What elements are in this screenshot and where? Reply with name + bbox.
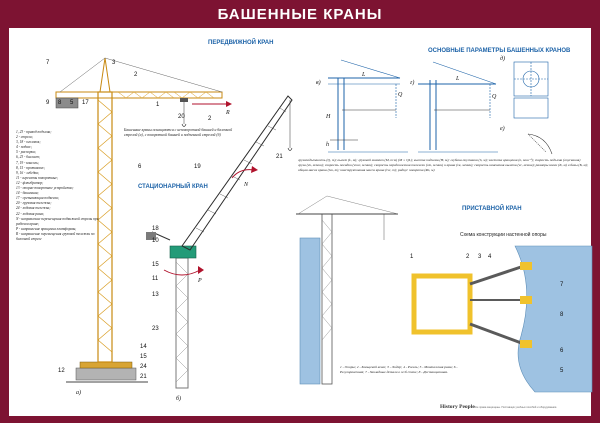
svg-text:15: 15 bbox=[140, 354, 147, 360]
legend-item: 11 - агрегаты поворотные; bbox=[16, 175, 59, 180]
axis-n-label: N bbox=[243, 182, 249, 188]
mobile-crane: R 7 3 2 9 8 5 17 1 20 2 6 12 14 15 24 21 а) bbox=[46, 57, 232, 396]
legend-item: 7, 19 - консоль; bbox=[16, 160, 39, 165]
fig-label-d: г) bbox=[410, 79, 414, 86]
param-l-label: L bbox=[361, 72, 366, 78]
svg-text:19: 19 bbox=[194, 164, 201, 170]
svg-text:8: 8 bbox=[58, 100, 62, 106]
legend-item: 22 - ходовая рама; bbox=[16, 211, 45, 216]
section-wall-crane: ПРИСТАВНОЙ КРАН bbox=[462, 206, 522, 212]
svg-text:15: 15 bbox=[152, 262, 159, 268]
legend-item: 14 - башенная; bbox=[16, 191, 39, 196]
param-h-lower-label: h bbox=[326, 142, 329, 148]
svg-text:5: 5 bbox=[560, 368, 564, 374]
svg-text:23: 23 bbox=[152, 326, 159, 332]
axis-p-label: P bbox=[197, 278, 202, 284]
svg-text:21: 21 bbox=[140, 374, 147, 380]
fig-label-c: в) bbox=[316, 79, 321, 86]
legend-item: N - направление перемещения подвижной ст… bbox=[16, 216, 99, 226]
section-stationary-crane: СТАЦИОНАРНЫЙ КРАН bbox=[138, 184, 208, 190]
fig-label-a: а) bbox=[76, 389, 81, 396]
legend-item: P - направление вращения платформы; bbox=[16, 226, 77, 231]
svg-text:4: 4 bbox=[488, 254, 492, 260]
legend-item: 17 - срезывающая подвеска; bbox=[16, 196, 60, 201]
svg-text:2: 2 bbox=[208, 116, 212, 122]
svg-text:1: 1 bbox=[410, 254, 414, 260]
param-q-label: Q bbox=[398, 92, 403, 98]
svg-text:6: 6 bbox=[138, 164, 142, 170]
parameter-diagrams bbox=[328, 59, 553, 155]
svg-text:17: 17 bbox=[82, 100, 89, 106]
legend-item: 24 - ходовая тележка; bbox=[16, 206, 51, 211]
legend-list: 1, 23 - привод подъема; 2 - стрела; 3, 1… bbox=[16, 130, 106, 242]
svg-text:3: 3 bbox=[112, 60, 116, 66]
schema-title: Схема конструкции настенной опоры bbox=[460, 232, 547, 238]
svg-text:2: 2 bbox=[466, 254, 470, 260]
svg-text:8: 8 bbox=[560, 312, 564, 318]
fine-print: Все права защищены. Поставщик учебных по… bbox=[474, 406, 558, 409]
legend-item: 6, 23 - балласт; bbox=[16, 155, 41, 160]
legend-item: R - направление перемещения грузовой тел… bbox=[16, 231, 95, 241]
svg-text:14: 14 bbox=[140, 344, 147, 350]
legend-item: 3, 18 - оголовок; bbox=[16, 140, 41, 145]
fig-label-e: д) bbox=[500, 55, 505, 62]
svg-text:24: 24 bbox=[140, 364, 147, 370]
svg-text:20: 20 bbox=[178, 114, 185, 120]
svg-text:12: 12 bbox=[58, 368, 65, 374]
param-l2-label: L bbox=[455, 76, 460, 82]
fig-label-b: б) bbox=[176, 395, 181, 402]
parameters-text: грузоподъемность (Q, т); вылет (L, м); г… bbox=[298, 158, 588, 172]
legend-item: 12 - флюгбратор; bbox=[16, 180, 44, 185]
svg-text:11: 11 bbox=[152, 276, 159, 282]
svg-text:18: 18 bbox=[152, 226, 159, 232]
svg-text:7: 7 bbox=[560, 282, 564, 288]
svg-text:5: 5 bbox=[70, 100, 74, 106]
parameter-labels: в) г) д) е) L Q H h L Q bbox=[316, 55, 505, 148]
crane-description: Башенные краны оснащаются с неповоротной… bbox=[124, 128, 233, 137]
axis-r-label: R bbox=[225, 110, 230, 116]
legend-item: 5 - распорка; bbox=[16, 150, 36, 155]
svg-text:10: 10 bbox=[152, 238, 159, 244]
legend-item: 13 - опорно-поворотное устройство; bbox=[16, 186, 74, 191]
param-h-upper-label: H bbox=[325, 114, 331, 120]
poster-title: БАШЕННЫЕ КРАНЫ bbox=[217, 6, 383, 23]
legend-item: 4 - подвес; bbox=[16, 145, 33, 150]
brand-logo: History People bbox=[440, 404, 475, 410]
svg-text:2: 2 bbox=[134, 72, 138, 78]
param-q2-label: Q bbox=[492, 94, 497, 100]
svg-text:6: 6 bbox=[560, 348, 564, 354]
legend-item: 2 - стрела; bbox=[16, 135, 33, 140]
svg-text:3: 3 bbox=[478, 254, 482, 260]
fig-label-f: е) bbox=[500, 125, 505, 132]
section-params: ОСНОВНЫЕ ПАРАМЕТРЫ БАШЕННЫХ КРАНОВ bbox=[428, 48, 571, 54]
wall-crane-caption: 1 - Опоры; 2 - Кольцевой вешк; 3 - Лидер… bbox=[340, 365, 458, 374]
svg-text:9: 9 bbox=[46, 100, 50, 106]
legend-item: 9, 16 - лебедка; bbox=[16, 170, 40, 175]
svg-text:1: 1 bbox=[156, 102, 160, 108]
legend-item: 8, 15 - противовес; bbox=[16, 165, 46, 170]
svg-text:21: 21 bbox=[276, 154, 283, 160]
svg-text:13: 13 bbox=[152, 292, 159, 298]
legend-item: 1, 23 - привод подъема; bbox=[16, 130, 52, 134]
section-mobile-crane: ПЕРЕДВИЖНОЙ КРАН bbox=[208, 40, 274, 46]
svg-text:7: 7 bbox=[46, 60, 50, 66]
legend-item: 20 - грузовая тележка; bbox=[16, 201, 52, 206]
